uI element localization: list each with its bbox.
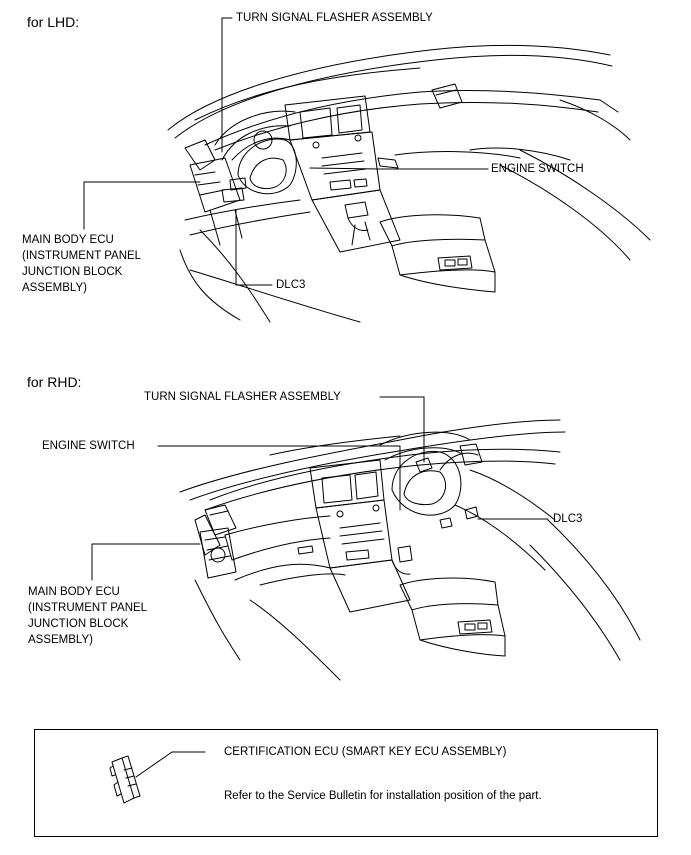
legend-box (34, 729, 658, 837)
rhd-ecu-line-2: (INSTRUMENT PANEL (28, 602, 148, 614)
lhd-ecu-line-2: (INSTRUMENT PANEL (22, 250, 142, 262)
rhd-dashboard-drawing (179, 419, 641, 681)
rhd-leader-lines (91, 396, 549, 581)
lhd-ecu-line-3: JUNCTION BLOCK (22, 266, 123, 278)
lhd-ecu-line-4: ASSEMBLY) (22, 282, 87, 294)
lhd-ecu-line-1: MAIN BODY ECU (22, 234, 114, 246)
lhd-leader-lines (83, 17, 489, 286)
certification-ecu-icon-art (109, 751, 206, 804)
lhd-turn-signal-label: TURN SIGNAL FLASHER ASSEMBLY (236, 12, 433, 24)
rhd-engine-switch-label: ENGINE SWITCH (42, 440, 135, 452)
rhd-main-body-ecu-label: MAIN BODY ECU (INSTRUMENT PANEL JUNCTION… (28, 584, 147, 648)
legend-note: Refer to the Service Bulletin for instal… (224, 790, 542, 802)
rhd-turn-signal-label: TURN SIGNAL FLASHER ASSEMBLY (144, 391, 341, 403)
rhd-ecu-line-4: ASSEMBLY) (28, 634, 93, 646)
rhd-dlc3-label: DLC3 (553, 513, 583, 525)
rhd-ecu-line-3: JUNCTION BLOCK (28, 618, 129, 630)
lhd-engine-switch-label: ENGINE SWITCH (491, 163, 584, 175)
rhd-title: for RHD: (27, 374, 82, 390)
legend-part-label: CERTIFICATION ECU (SMART KEY ECU ASSEMBL… (224, 746, 507, 758)
lhd-dashboard-drawing (167, 44, 651, 323)
lhd-dlc3-label: DLC3 (276, 279, 306, 291)
lhd-main-body-ecu-label: MAIN BODY ECU (INSTRUMENT PANEL JUNCTION… (22, 232, 141, 296)
lhd-title: for LHD: (27, 14, 80, 30)
rhd-ecu-line-1: MAIN BODY ECU (28, 586, 120, 598)
